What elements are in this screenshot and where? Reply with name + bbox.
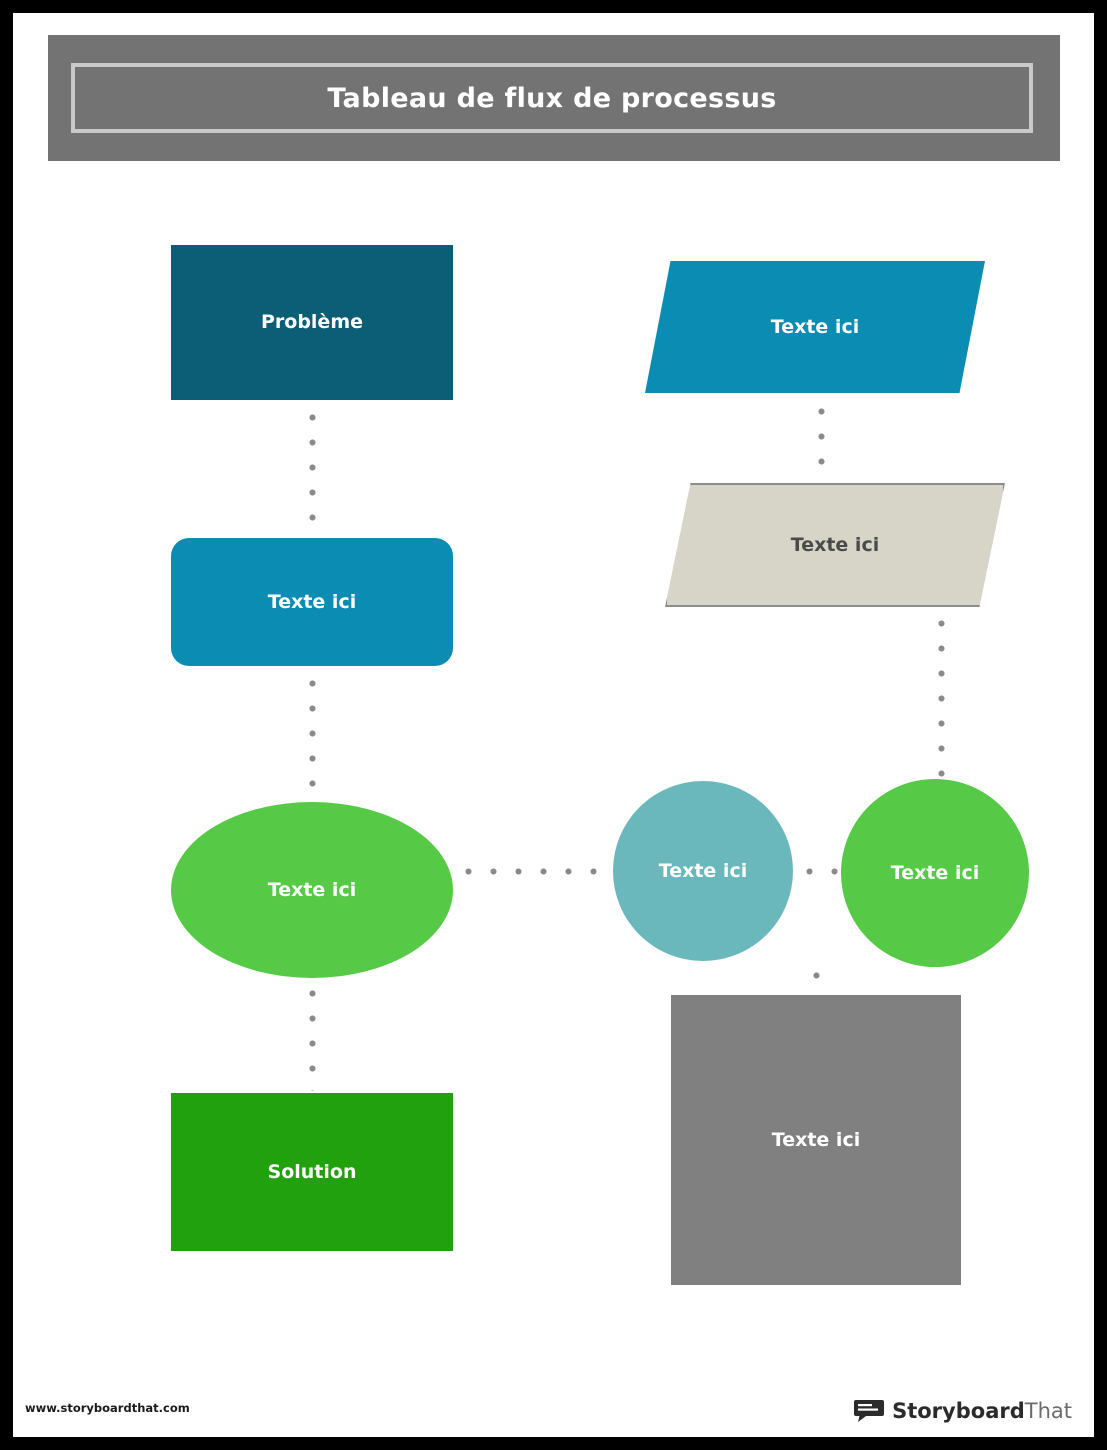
title-banner: Tableau de flux de processus <box>48 35 1060 161</box>
shape-solution[interactable]: Solution <box>171 1093 453 1251</box>
shape-label-big-rectangle: Texte ici <box>771 1128 861 1151</box>
shape-label-solution: Solution <box>267 1160 357 1183</box>
title-frame: Tableau de flux de processus <box>71 63 1033 133</box>
shape-process-rounded[interactable]: Texte ici <box>171 538 453 666</box>
footer-url[interactable]: www.storyboardthat.com <box>25 1401 190 1415</box>
page-title: Tableau de flux de processus <box>327 82 777 114</box>
shape-label-circle-teal: Texte ici <box>658 859 748 882</box>
brand-text-part1: Storyboard <box>892 1399 1025 1423</box>
connector-circle-to-bigrect <box>813 963 820 993</box>
shape-label-ellipse-left: Texte ici <box>267 878 357 901</box>
shape-parallelogram-grey[interactable]: Texte ici <box>665 483 1005 607</box>
brand-text: StoryboardThat <box>892 1399 1072 1423</box>
connector-process-to-decision <box>309 671 316 799</box>
shape-label-parallelogram-grey: Texte ici <box>790 533 880 556</box>
connector-probleme-to-process <box>309 405 316 533</box>
connector-data-to-circle-green <box>938 611 945 777</box>
shape-parallelogram-teal[interactable]: Texte ici <box>645 261 985 393</box>
shape-label-parallelogram-teal: Texte ici <box>770 315 860 338</box>
connector-decision-to-solution <box>309 981 316 1091</box>
shape-big-rectangle[interactable]: Texte ici <box>671 995 961 1285</box>
poster-canvas: Tableau de flux de processus Problème Te… <box>13 13 1094 1437</box>
shape-circle-teal[interactable]: Texte ici <box>613 781 793 961</box>
speech-bubble-icon <box>854 1399 885 1423</box>
connector-input-to-data <box>818 399 825 481</box>
connector-circle-teal-to-circle-green <box>797 868 839 875</box>
shape-label-circle-green: Texte ici <box>890 861 980 884</box>
shape-circle-green[interactable]: Texte ici <box>841 779 1029 967</box>
brand-text-part2: That <box>1024 1399 1072 1423</box>
connector-ellipse-to-circle-teal <box>456 868 611 875</box>
shape-probleme[interactable]: Problème <box>171 245 453 400</box>
shape-label-probleme: Problème <box>260 311 364 334</box>
brand-logo: StoryboardThat <box>854 1399 1072 1423</box>
shape-ellipse-left[interactable]: Texte ici <box>171 802 453 978</box>
shape-label-process-rounded: Texte ici <box>267 590 357 613</box>
